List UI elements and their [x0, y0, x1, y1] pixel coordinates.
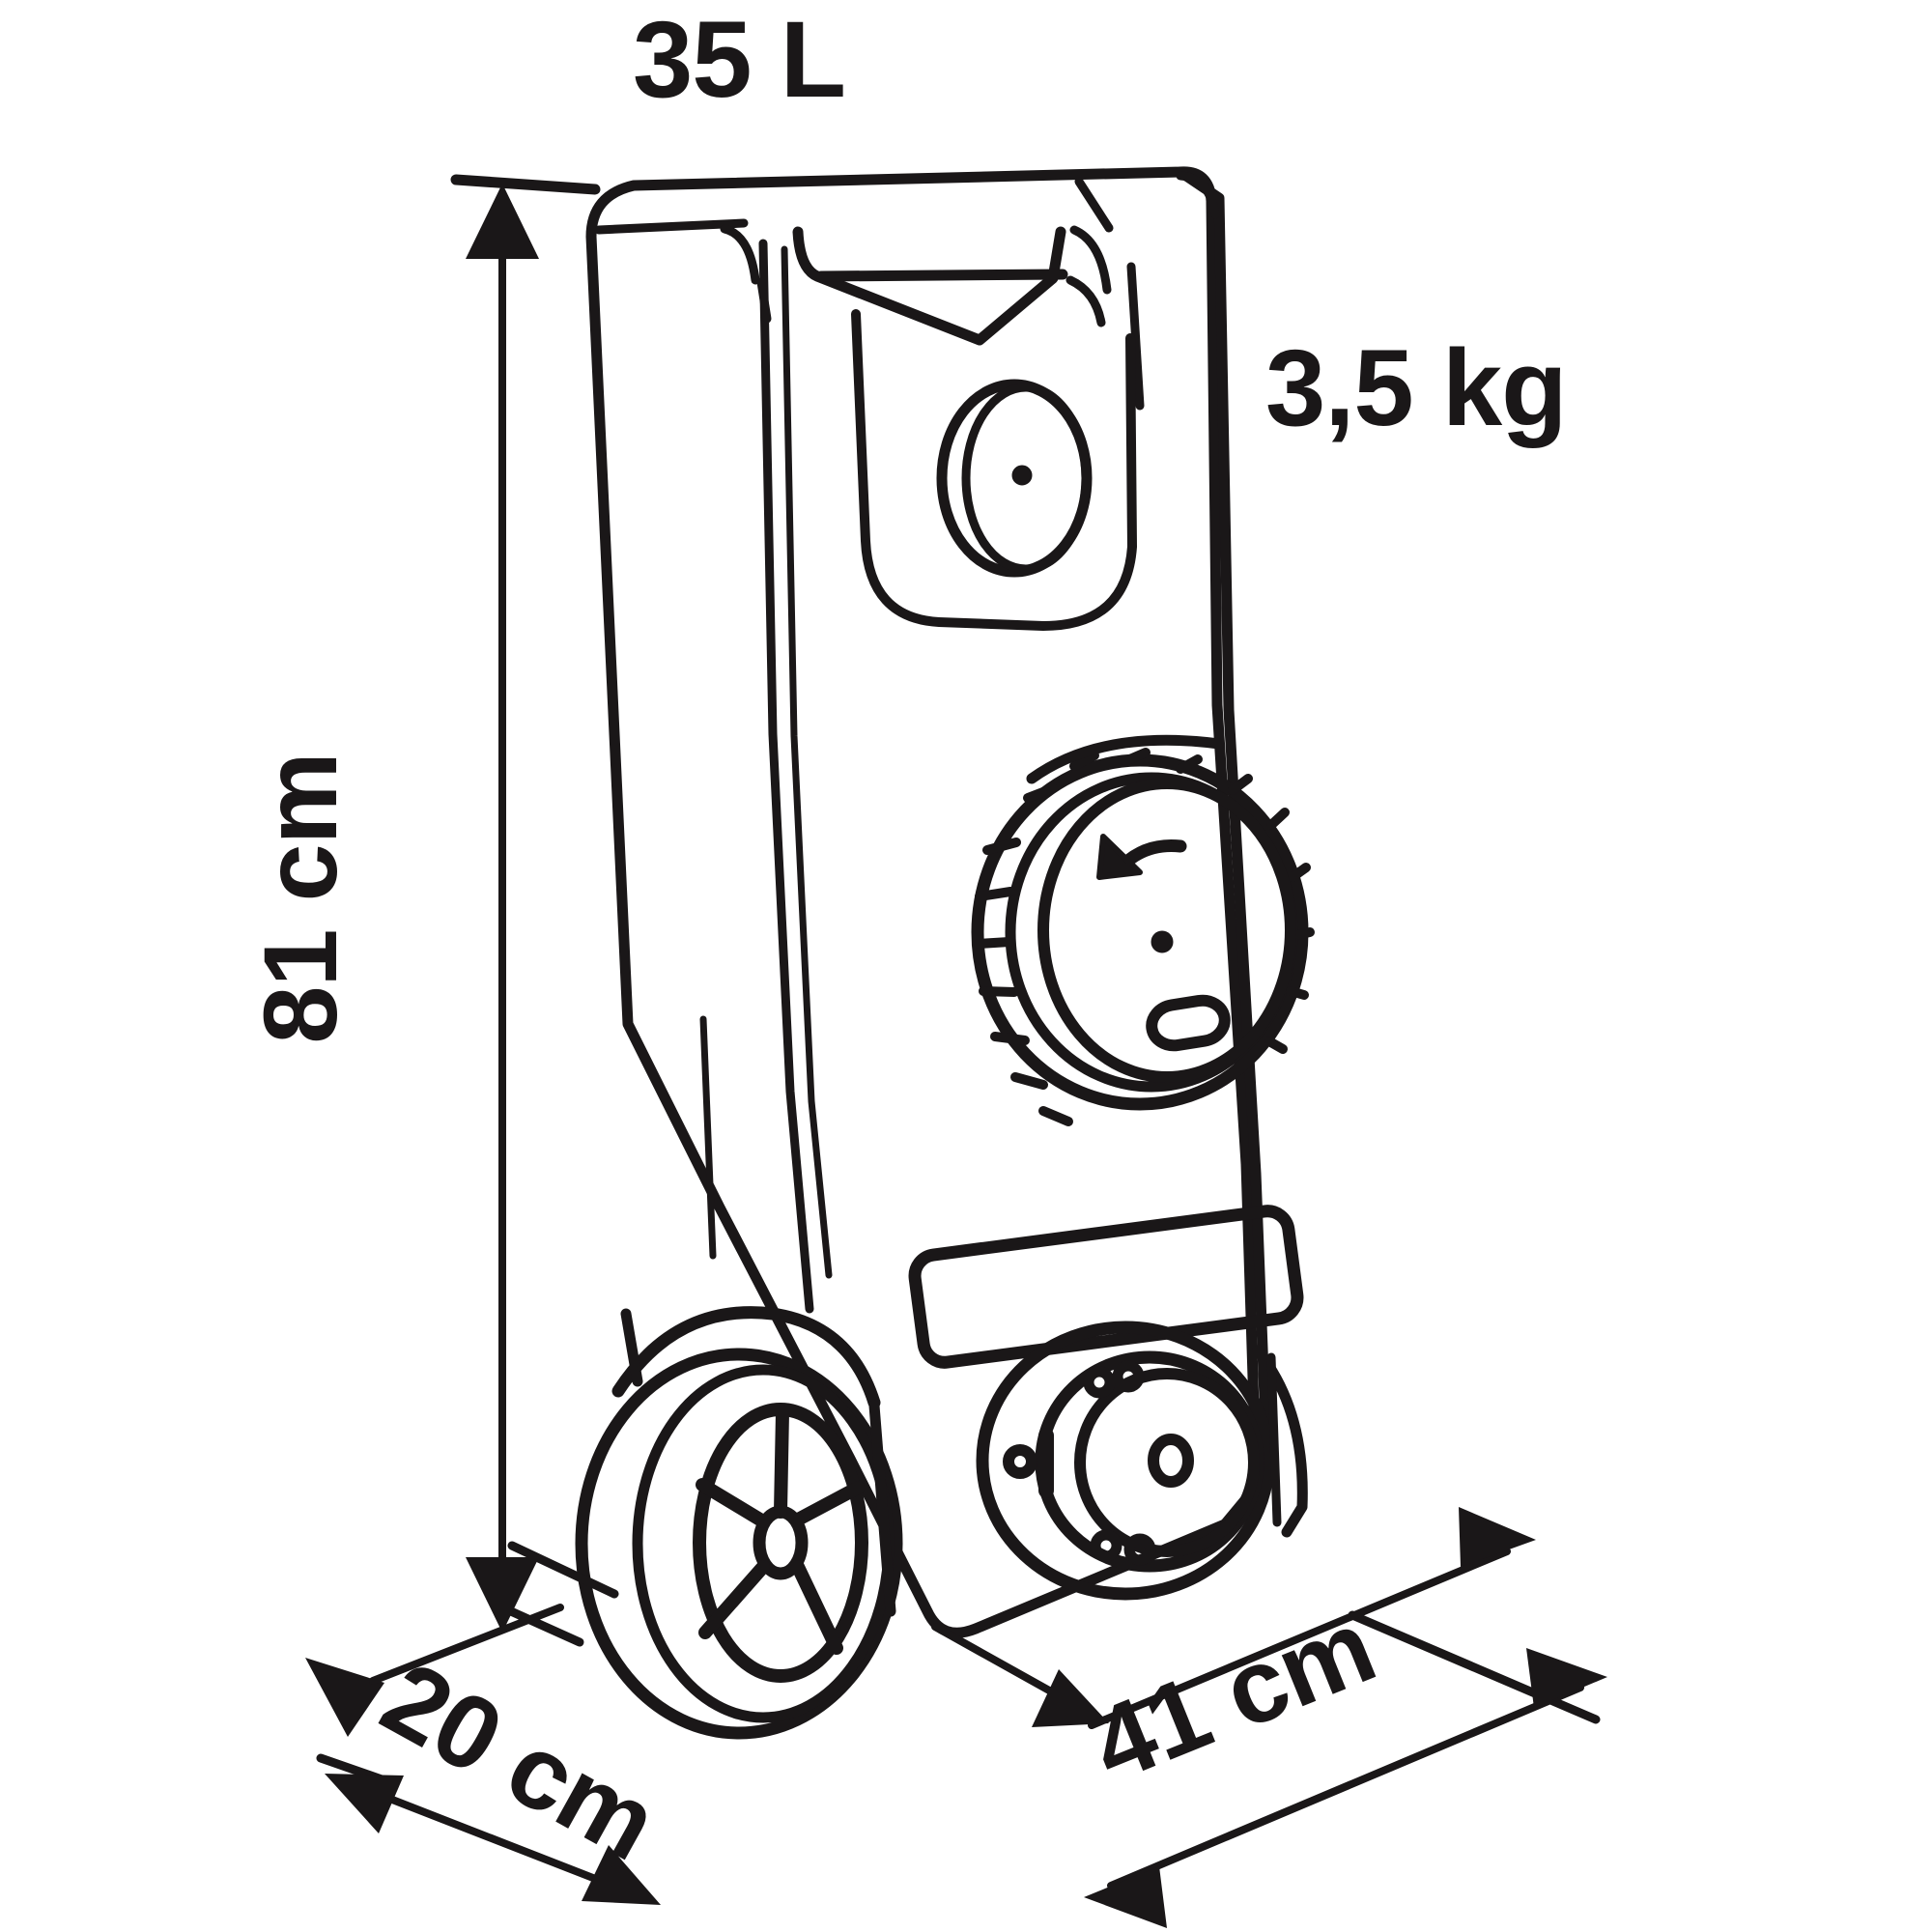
screw-cap-slot: [1146, 994, 1231, 1052]
height-label: 81 cm: [242, 753, 358, 1043]
height-extension-bottom-b: [497, 1603, 584, 1647]
width-arrowhead-upper-left: [1032, 1669, 1109, 1727]
screw-cap-top-face: [1037, 778, 1296, 1083]
weight-label: 3,5 kg: [1265, 327, 1567, 448]
tap-fitting: [976, 1321, 1275, 1601]
height-dimension: [450, 174, 619, 1647]
width-arrowhead-right: [1526, 1648, 1607, 1708]
carry-handle-right-arc-inner: [1065, 275, 1106, 327]
screw-cap: [971, 734, 1315, 1126]
wheel-spokes: [696, 1406, 865, 1655]
capacity-label: 35 L: [633, 0, 845, 120]
carry-handle: [720, 177, 1145, 411]
depth-upper-line: [369, 1604, 564, 1685]
height-arrowhead-bottom: [466, 1557, 539, 1633]
screw-cap-center-dot: [1151, 930, 1174, 953]
depth-arrowhead-right: [582, 1845, 661, 1905]
body-lower-crease: [699, 1015, 717, 1260]
width-arrowhead-left: [1084, 1866, 1167, 1928]
width-dimension: [931, 1507, 1607, 1928]
tap-bolt-bottom-b: [1123, 1533, 1156, 1566]
carry-handle-right-arc-outer: [1069, 225, 1112, 295]
screw-cap-rotation-arrow-head: [1096, 834, 1143, 880]
vent-cap-recess-outline: [851, 309, 1137, 631]
carry-handle-neck-left: [756, 277, 772, 324]
tap-bolt-top-a: [1083, 1366, 1116, 1399]
tap-bolt-left: [1003, 1444, 1037, 1479]
height-extension-top: [450, 174, 601, 195]
width-upper-line: [1088, 1548, 1511, 1729]
wheel-tire-outer: [575, 1348, 903, 1740]
body-foot-inner: [1266, 1352, 1282, 1527]
dimension-lines: [305, 174, 1607, 1928]
body-top-rim-curve: [1176, 171, 1220, 219]
carry-handle-right-edge: [1126, 262, 1145, 411]
tap-nozzle-ring: [1148, 1434, 1194, 1488]
depth-arrowhead-upper-left: [305, 1658, 384, 1737]
tap-body-ring: [1074, 1368, 1260, 1557]
carry-handle-inner-lip: [815, 269, 1068, 282]
label-plate: [908, 1205, 1304, 1369]
tap-bolt-top-b: [1112, 1360, 1145, 1393]
body-base-left: [620, 1308, 643, 1387]
carry-handle-right-tick: [1074, 177, 1114, 233]
vent-cap-center-dot: [1011, 465, 1033, 486]
body-front-crease-secondary: [781, 245, 833, 1279]
depth-dimension-line: [344, 1778, 641, 1899]
height-extension-bottom-a: [507, 1541, 619, 1599]
body-base-bottom: [868, 1400, 896, 1617]
depth-dimension: [305, 1604, 661, 1905]
vent-cap-inner-ring: [961, 383, 1091, 574]
width-dimension-line: [1107, 1684, 1584, 1889]
tap-housing-outer: [976, 1321, 1275, 1601]
body-top-highlight: [594, 218, 749, 235]
width-arrowhead-upper-right: [1459, 1507, 1536, 1567]
tap-bolt-bottom-a: [1090, 1529, 1122, 1562]
product-drawing: [575, 166, 1315, 1740]
screw-cap-shoulder-top: [1026, 734, 1225, 784]
carry-handle-outline: [792, 226, 1066, 346]
carry-handle-left-arc: [720, 224, 760, 285]
body-front-crease: [758, 239, 814, 1314]
depth-arrowhead-left: [325, 1774, 404, 1833]
height-arrowhead-top: [466, 184, 539, 259]
vent-cap-recess: [851, 309, 1137, 631]
wheel-arch: [611, 1306, 881, 1409]
screw-cap-knurl-ribs: [974, 748, 1315, 1126]
